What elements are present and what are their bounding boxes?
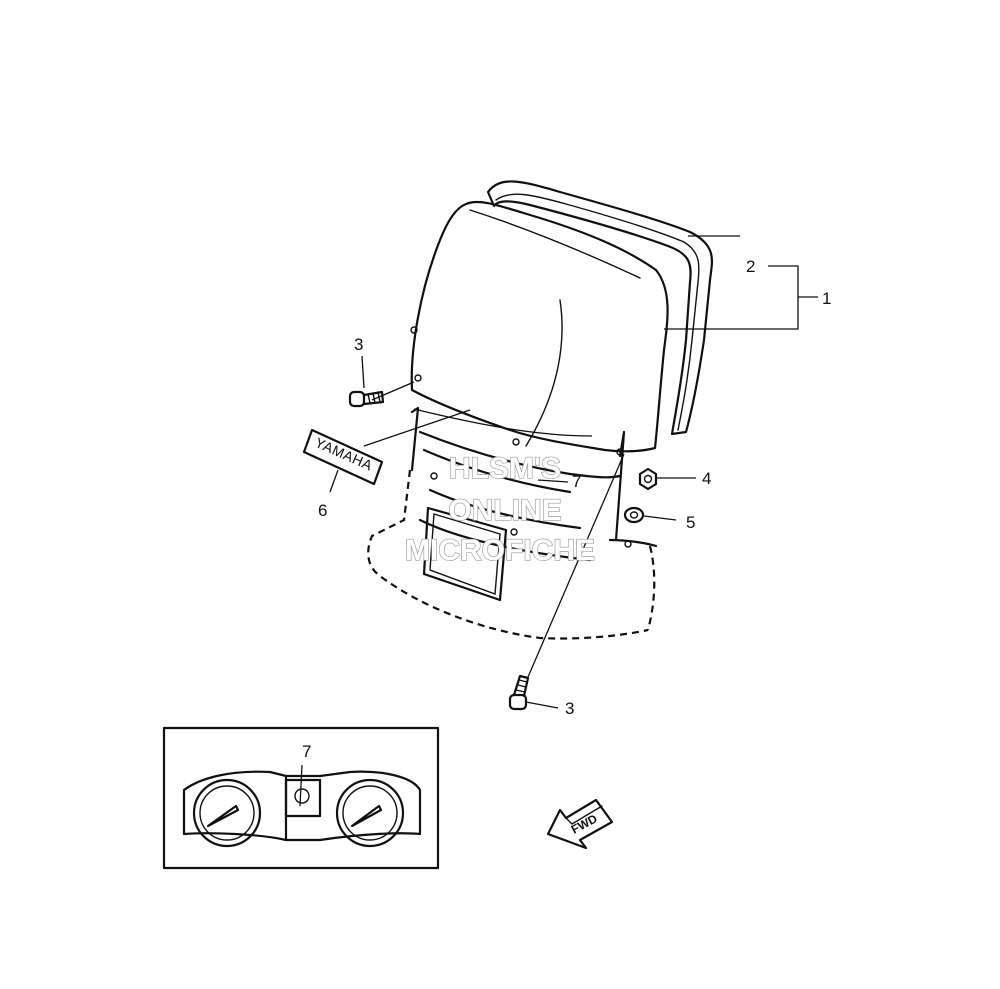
callout-numbers: 2 1 3 6 7 4 5 3 7 (302, 257, 831, 761)
callout-4: 4 (702, 469, 711, 488)
watermark: HLSM'S ONLINE MICROFICHE (404, 451, 595, 567)
callout-leaders (299, 235, 818, 807)
watermark-line-2: ONLINE (448, 494, 561, 527)
callout-6: 6 (318, 501, 327, 520)
callout-7-inset: 7 (302, 742, 311, 761)
windscreen (410, 200, 669, 456)
callout-3-upper: 3 (354, 335, 363, 354)
brand-decal-label: YAMAHA (313, 434, 375, 474)
callout-1: 1 (822, 289, 831, 308)
bolt-lower (508, 674, 530, 711)
yamaha-decal: YAMAHA (302, 428, 384, 486)
forward-direction-arrow: FWD (546, 798, 614, 850)
headlight-fairing (367, 406, 658, 640)
bolt-upper (348, 390, 385, 408)
instrument-panel-inset (162, 726, 440, 870)
windscreen-seal (486, 180, 714, 436)
watermark-line-3: MICROFICHE (405, 534, 595, 567)
callout-5: 5 (686, 513, 695, 532)
callout-7-main: 7 (572, 472, 581, 491)
tachometer-gauge (335, 778, 405, 848)
washer (623, 506, 645, 524)
watermark-line-1: HLSM'S (449, 452, 561, 485)
nut (638, 467, 658, 491)
fwd-label: FWD (569, 811, 600, 836)
callout-2: 2 (746, 257, 755, 276)
speedometer-gauge (192, 778, 262, 848)
callout-3-lower: 3 (565, 699, 574, 718)
